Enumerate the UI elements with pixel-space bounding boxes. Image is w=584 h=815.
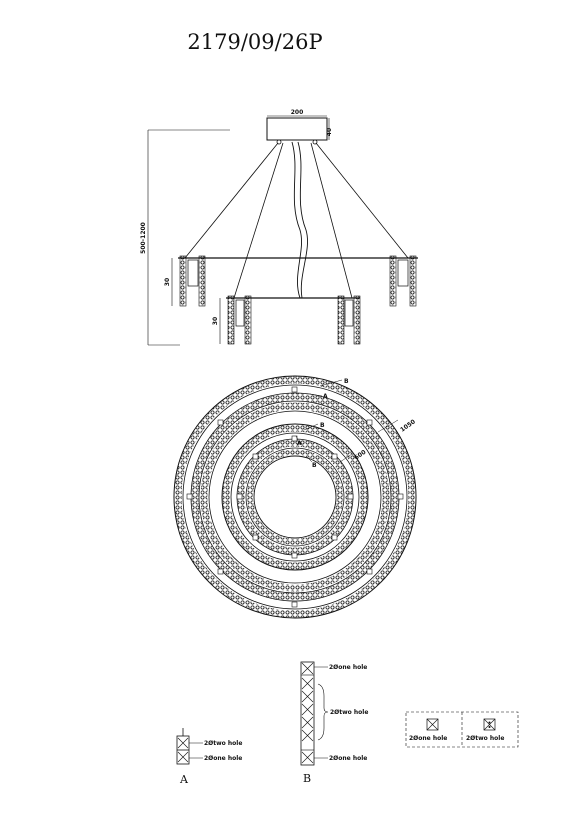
detail-a-top-hole: 2Øtwo hole bbox=[204, 740, 242, 747]
upper-ring-height-label: 30 bbox=[164, 278, 171, 286]
outer-diameter-label: 1050 bbox=[399, 418, 417, 433]
detail-b-bottom-hole: 2Øone hole bbox=[329, 755, 367, 762]
detail-b-top-hole: 2Øone hole bbox=[329, 664, 367, 671]
one-hole-symbol bbox=[426, 718, 439, 731]
two-hole-symbol bbox=[483, 718, 496, 731]
total-height-label: 500-1200 bbox=[140, 222, 147, 254]
hole-legend: 2Øone hole 2Øtwo hole bbox=[405, 711, 519, 748]
detail-b-caption: B bbox=[303, 772, 311, 785]
legend-two-hole: 2Øtwo hole bbox=[466, 735, 504, 742]
top-label-a2: A bbox=[297, 440, 302, 447]
legend-one-hole: 2Øone hole bbox=[409, 735, 447, 742]
canopy-height-label: 40 bbox=[326, 128, 333, 136]
top-view: B A B A B 1050 600 bbox=[173, 375, 417, 619]
canopy-width-label: 200 bbox=[291, 109, 304, 116]
detail-b-middle-hole: 2Øtwo hole bbox=[330, 709, 368, 716]
top-label-b2: B bbox=[320, 422, 325, 429]
detail-a-caption: A bbox=[179, 773, 189, 786]
lower-ring-height-label: 30 bbox=[212, 317, 219, 325]
inner-diameter-label: 600 bbox=[353, 449, 367, 462]
top-label-a1: A bbox=[323, 393, 328, 400]
detail-a: 2Øtwo hole 2Øone hole A bbox=[176, 728, 242, 786]
detail-a-bottom-hole: 2Øone hole bbox=[204, 755, 242, 762]
top-label-b1: B bbox=[344, 378, 349, 385]
drawing-title: 2179/09/26P bbox=[187, 30, 323, 54]
side-view: 200 40 500-1200 30 bbox=[140, 109, 418, 346]
canopy bbox=[266, 117, 328, 141]
top-label-b3: B bbox=[312, 462, 317, 469]
detail-b: 2Øone hole 2Øtwo hole 2Øone hole B bbox=[300, 661, 368, 785]
